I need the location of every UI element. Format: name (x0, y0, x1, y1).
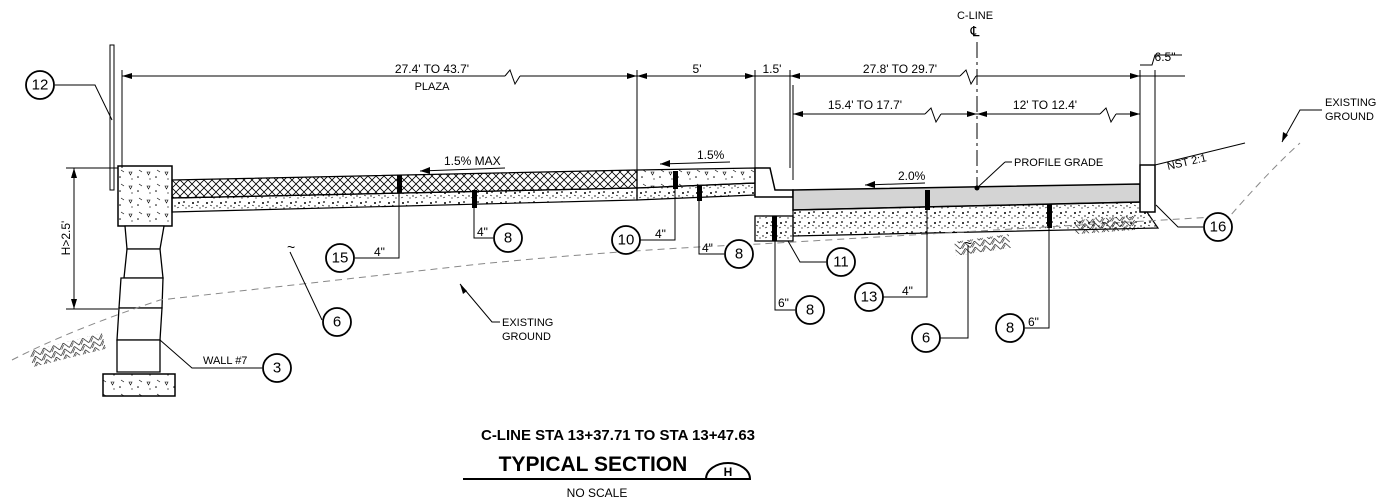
callout-8-sidewalk: 8 (735, 246, 743, 263)
callout-11: 11 (833, 254, 849, 271)
height-label: H>2.5' (59, 221, 73, 256)
road-slope-label: 2.0% (898, 169, 926, 183)
depth-6in-8c: 6" (778, 296, 789, 310)
break-mark-right: ~ (964, 235, 972, 251)
depth-4in-8b: 4" (702, 241, 713, 255)
callout-12: 12 (32, 77, 49, 94)
depth-4in-13: 4" (902, 284, 913, 298)
cline-label: C-LINE (957, 10, 993, 22)
six-five-dimension: 6.5" (1155, 50, 1176, 64)
profile-grade-leader (976, 161, 1006, 189)
plaza-width-dimension: 27.4' TO 43.7' (395, 62, 469, 76)
callout-8-gutter: 8 (806, 302, 814, 319)
plaza-label: PLAZA (415, 81, 451, 93)
scale-note: NO SCALE (567, 486, 628, 500)
earth-hatch-left (29, 333, 106, 367)
depth-4in-8a: 4" (477, 225, 488, 239)
callout-16: 16 (1210, 219, 1227, 236)
depth-6in-8d: 6" (1028, 315, 1039, 329)
lane-dimension-line (792, 85, 1140, 180)
curb-and-gutter (754, 167, 794, 242)
existing-ground-leader-mid (459, 283, 500, 323)
profile-grade-label: PROFILE GRADE (1014, 157, 1103, 169)
retaining-wall (102, 44, 176, 397)
earth-hatch-right (1074, 215, 1136, 235)
callout-10: 10 (618, 232, 635, 249)
existing-ground-right-1: EXISTING (1325, 97, 1376, 109)
callout-15: 15 (332, 250, 349, 267)
height-dimension (66, 167, 118, 310)
left-lane-dimension: 15.4' TO 17.7' (828, 98, 902, 112)
existing-ground-line (11, 142, 1301, 361)
callout-8-plaza: 8 (504, 230, 512, 247)
callout-leaders (55, 84, 1203, 369)
existing-ground-leader-right (1281, 109, 1322, 143)
plaza-slope-label: 1.5% MAX (444, 154, 501, 168)
existing-ground-mid-2: GROUND (502, 331, 551, 343)
depth-4in-15: 4" (374, 245, 385, 259)
centerline-symbol: ℄ (970, 23, 980, 39)
one-five-ft-dimension: 1.5' (763, 62, 782, 76)
callout-6-left: 6 (333, 314, 341, 331)
section-marker-letter: H (724, 465, 733, 479)
break-mark-left: ~ (287, 239, 295, 255)
five-ft-dimension: 5' (693, 62, 702, 76)
callout-8-road: 8 (1006, 320, 1014, 337)
road-width-dimension: 27.8' TO 29.7' (863, 62, 937, 76)
section-marker (704, 462, 752, 480)
depth-4in-10: 4" (655, 227, 666, 241)
plaza-pavement (171, 169, 638, 213)
callout-6-right: 6 (922, 330, 930, 347)
right-lane-dimension: 12' TO 12.4' (1013, 98, 1077, 112)
section-title: TYPICAL SECTION (499, 453, 688, 476)
existing-ground-right-2: GROUND (1325, 111, 1374, 123)
roadway (792, 142, 1246, 237)
top-dimension-line (121, 69, 1185, 172)
six-five-leader (1140, 54, 1182, 66)
existing-ground-mid-1: EXISTING (502, 317, 553, 329)
wall-label: WALL #7 (203, 355, 247, 367)
walk-slope-label: 1.5% (697, 148, 725, 162)
callout-13: 13 (861, 289, 878, 306)
grade-arrows (419, 160, 926, 188)
earth-hatch-mid (954, 234, 1011, 256)
callout-3: 3 (273, 360, 281, 377)
nst-slope-label: NST 2:1 (1166, 152, 1208, 173)
sidewalk (636, 167, 756, 201)
station-title: C-LINE STA 13+37.71 TO STA 13+47.63 (481, 427, 755, 444)
